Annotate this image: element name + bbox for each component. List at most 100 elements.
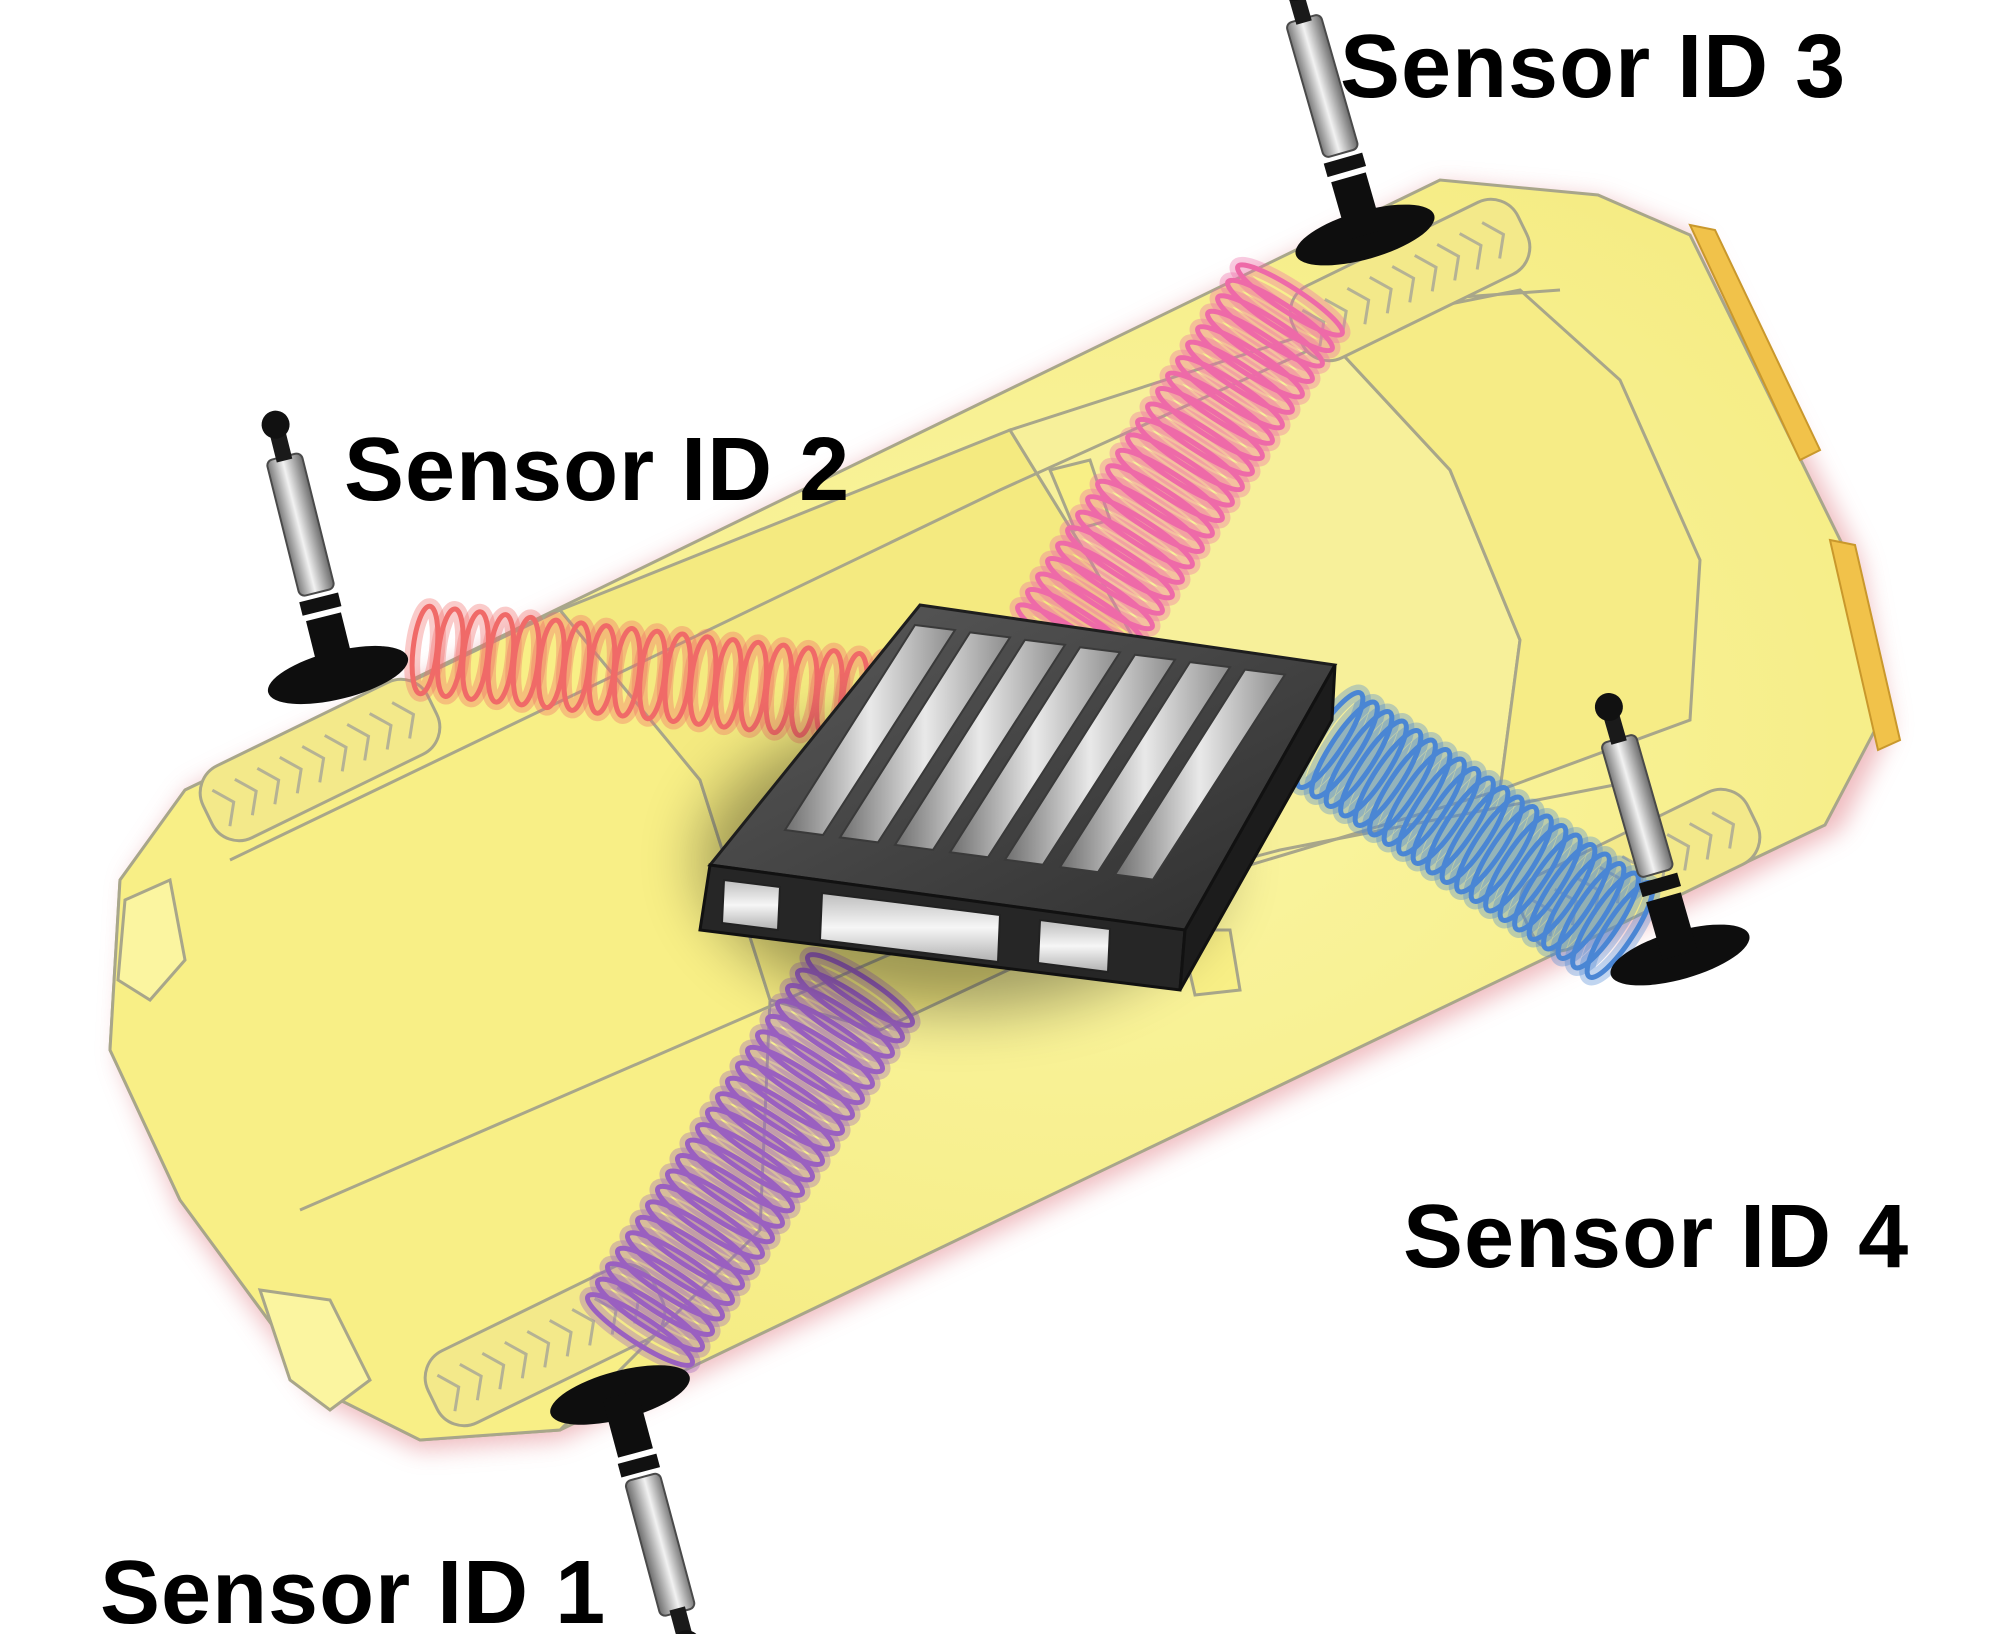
sensor-band (1638, 872, 1682, 898)
module-port-left (720, 878, 782, 932)
coil-loop (1512, 832, 1583, 933)
coil-loop (1055, 540, 1165, 616)
coil-loop (1396, 756, 1467, 857)
module-ridge (893, 638, 1067, 851)
coil-loop (1205, 308, 1315, 385)
sensor-band (299, 592, 342, 616)
sensor-2-valve (261, 410, 409, 705)
sensor-cap (261, 410, 290, 439)
signal-coil-sensor-4 (1289, 684, 1661, 986)
coil-loop (654, 1183, 766, 1260)
coil-loop (1410, 766, 1482, 866)
coil-loop (1155, 385, 1265, 462)
coil-loop (644, 1199, 756, 1276)
coil-loop (704, 1106, 816, 1183)
coil-loop (1367, 737, 1438, 838)
module-ridge (1003, 653, 1177, 866)
coil-loop (1497, 823, 1569, 923)
coil-loop (634, 1214, 746, 1291)
coil-loop (694, 1122, 806, 1198)
tpms-receiver-module (698, 603, 1338, 1010)
coil-loop (1526, 842, 1598, 942)
module-ridges (783, 623, 1287, 881)
coil-loop (1555, 861, 1627, 961)
coil-loop (614, 1245, 726, 1322)
coil-loop (1215, 293, 1325, 369)
sensor-neck (1331, 172, 1383, 240)
coil-loop (1225, 277, 1335, 354)
module-port-right (1036, 918, 1112, 974)
module-ridge (783, 623, 957, 837)
tire-front-right (423, 1262, 667, 1428)
coil-loop (774, 998, 886, 1075)
sensor-band (617, 1453, 661, 1478)
coil-loop (1235, 262, 1345, 338)
coil-loop (1115, 447, 1225, 524)
coil-loop (714, 1091, 826, 1167)
coil-loop (1045, 555, 1155, 632)
coil-loop (734, 1060, 846, 1137)
coil-loop (1439, 785, 1511, 885)
coil-loop (1352, 728, 1424, 828)
coil-loop (1195, 324, 1305, 400)
coil-loop (1323, 709, 1395, 809)
coil-loop (764, 1013, 876, 1090)
sensor-4-valve (1594, 692, 1750, 986)
module-ridge (838, 631, 1012, 844)
sensor-neck (602, 1390, 653, 1458)
coil-loop (674, 1153, 786, 1229)
sensor-label-1: Sensor ID 1 (100, 1543, 607, 1643)
coil-loop (1165, 370, 1275, 446)
signal-coil-sensor-3 (1009, 256, 1351, 684)
coil-loop (1454, 794, 1525, 895)
signal-coil-sensor-1 (579, 946, 921, 1374)
sensor-neck (1646, 892, 1698, 960)
module-ridge (948, 646, 1122, 859)
coil-loop (1381, 747, 1453, 847)
coil-loop (1065, 525, 1175, 601)
coil-loop (754, 1029, 866, 1106)
coil-loop (1541, 851, 1612, 952)
module-ridge (1113, 668, 1287, 881)
module-port-center (818, 891, 1002, 964)
sensor-cap (1594, 692, 1623, 721)
coil-loop (1309, 699, 1380, 800)
coil-loop (584, 1292, 696, 1368)
tire-front-left (198, 677, 442, 843)
coil-loop (1105, 463, 1215, 539)
coil-loop (684, 1137, 796, 1214)
sensor-label-4: Sensor ID 4 (1403, 1187, 1910, 1287)
coil-loop (1175, 355, 1285, 431)
sensor-tip (669, 1606, 694, 1643)
coil-loop (784, 983, 896, 1059)
sensor-3-valve (1279, 0, 1435, 266)
sensor-1-valve (550, 1365, 701, 1643)
sensor-tip (1287, 0, 1312, 25)
coil-loop (1085, 494, 1195, 570)
coil-loop (624, 1230, 736, 1307)
coil-loop (1468, 804, 1540, 904)
coil-loop (604, 1261, 716, 1337)
coil-loop (1425, 775, 1496, 876)
sensor-band (1323, 152, 1367, 178)
coil-loop (1075, 509, 1185, 585)
coil-loop (1185, 339, 1295, 415)
coil-loop (744, 1044, 856, 1121)
coil-loop (1570, 870, 1641, 971)
coil-loop (724, 1075, 836, 1152)
coil-loop (1145, 401, 1255, 477)
coil-loop (1483, 813, 1554, 914)
coil-loop (1135, 416, 1245, 493)
module-ridge (1058, 661, 1232, 874)
sensor-stem (266, 452, 335, 597)
coil-loop (1095, 478, 1205, 555)
coil-loop (1125, 432, 1235, 508)
coil-loop (594, 1276, 706, 1353)
sensor-neck (306, 612, 356, 680)
coil-loop (1338, 718, 1409, 819)
sensor-label-2: Sensor ID 2 (344, 420, 851, 520)
sensor-stem (624, 1472, 696, 1617)
coil-loop (664, 1168, 776, 1245)
